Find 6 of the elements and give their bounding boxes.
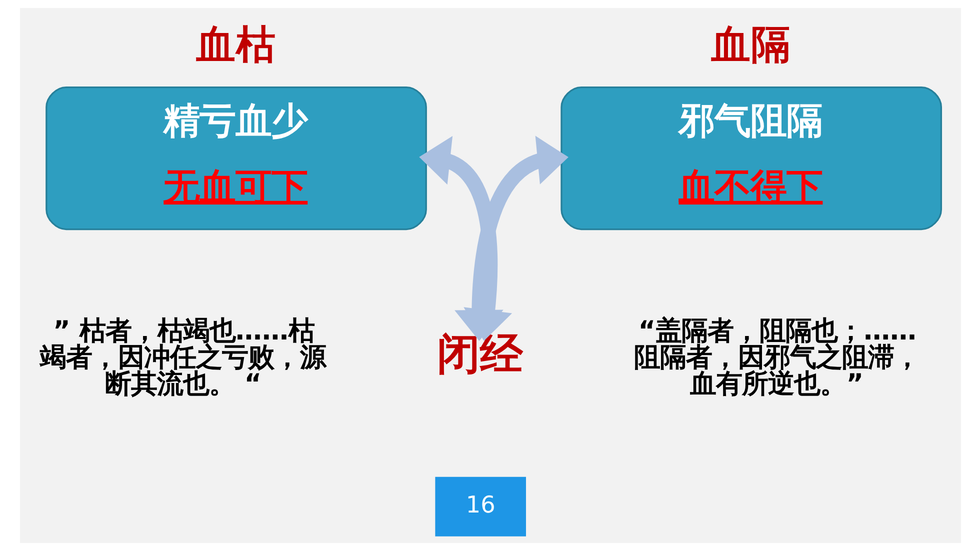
label: 16 [465,492,495,519]
node-label: 血隔 [710,22,790,68]
node-label: “盖隔者，阻隔也；……阻隔者，因邪气之阻滞，血有所逆也。” [634,316,920,400]
node-text: 闭经 [436,329,522,380]
node-label: 血枯 [195,22,276,68]
node-label: ” 枯者，枯竭也……枯竭者，因冲任之亏败，源断其流也。 “ [39,316,326,400]
